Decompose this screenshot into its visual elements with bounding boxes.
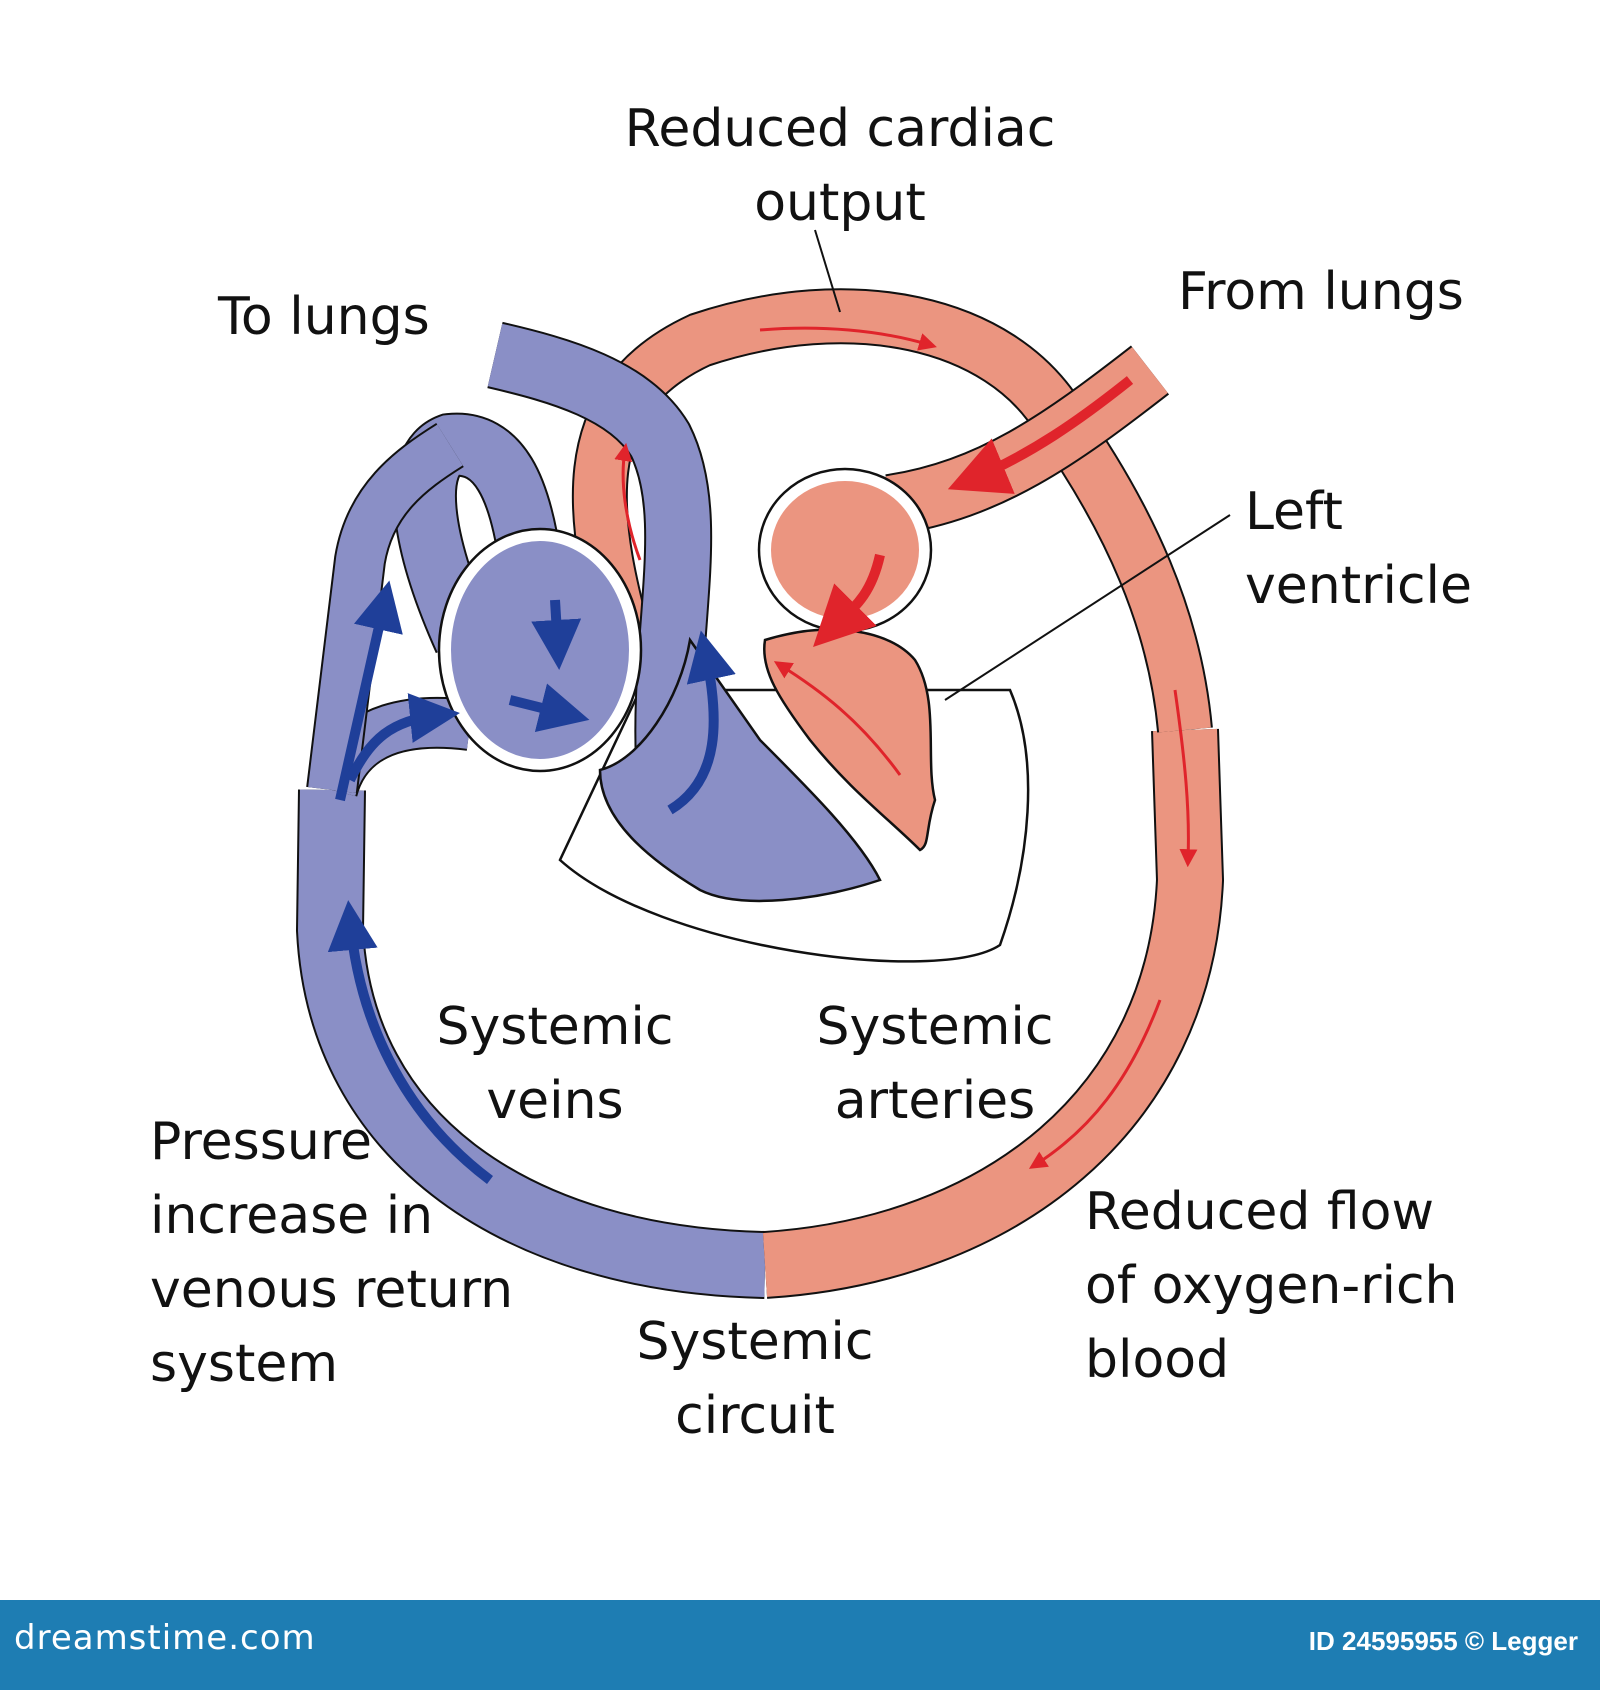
label-line: of oxygen-rich xyxy=(1085,1256,1458,1316)
arrow-left-atrium xyxy=(813,553,885,647)
label-line: Reduced flow xyxy=(1085,1182,1434,1242)
label-left-ventricle: Left ventricle xyxy=(1245,475,1472,623)
label-line: circuit xyxy=(675,1386,835,1446)
footer-brand: dreamstime.com xyxy=(14,1618,316,1658)
label-line: From lungs xyxy=(1178,262,1464,322)
label-systemic-arteries: Systemic arteries xyxy=(805,990,1065,1138)
arrow-atrium-right xyxy=(508,683,590,732)
diagram: Reduced cardiac output To lungs From lun… xyxy=(150,92,1472,1453)
right-atrium xyxy=(439,529,641,771)
arrow-aorta-up xyxy=(614,442,642,561)
label-line: output xyxy=(754,173,926,233)
leader-left-ventricle xyxy=(944,514,1231,701)
label-line: Systemic xyxy=(636,1312,874,1372)
label-systemic-circuit: Systemic circuit xyxy=(625,1305,885,1453)
circulation-diagram-svg xyxy=(295,229,1231,1299)
label-reduced-flow: Reduced flow of oxygen-rich blood xyxy=(1085,1175,1458,1397)
label-line: increase in xyxy=(150,1186,434,1246)
label-line: arteries xyxy=(834,1071,1036,1131)
arrow-ventricle-up xyxy=(667,630,736,815)
label-line: Systemic xyxy=(436,997,674,1057)
label-line: ventricle xyxy=(1245,556,1472,616)
label-line: Pressure xyxy=(150,1112,373,1172)
label-line: Left xyxy=(1245,482,1343,542)
label-pressure-increase: Pressure increase in venous return syste… xyxy=(150,1105,513,1401)
label-line: Reduced cardiac xyxy=(624,99,1056,159)
arrow-left-ventricle xyxy=(773,661,902,776)
footer-bar: dreamstime.com ID 24595955 © Legger xyxy=(0,1600,1600,1690)
arrow-from-lungs xyxy=(947,376,1134,494)
label-line: venous return xyxy=(150,1260,514,1320)
footer-credit: ID 24595955 © Legger xyxy=(1308,1626,1578,1656)
label-from-lungs: From lungs xyxy=(1178,255,1464,329)
label-to-lungs: To lungs xyxy=(218,280,430,354)
arrow-vena-cava-up xyxy=(335,580,403,802)
right-ventricle xyxy=(598,636,882,903)
arrow-into-atrium xyxy=(345,693,460,783)
arrow-systemic-arteries xyxy=(1028,999,1162,1169)
arrow-descending-aorta xyxy=(1173,689,1198,868)
left-atrium xyxy=(759,469,931,631)
label-line: veins xyxy=(486,1071,624,1131)
label-line: blood xyxy=(1085,1330,1230,1390)
left-ventricle-chamber xyxy=(762,628,937,852)
label-line: Systemic xyxy=(816,997,1054,1057)
label-reduced-cardiac-output: Reduced cardiac output xyxy=(610,92,1070,240)
label-line: To lungs xyxy=(218,287,430,347)
label-line: system xyxy=(150,1334,338,1394)
leader-cardiac-output xyxy=(814,229,841,313)
arrow-systemic-veins-up xyxy=(327,900,494,1184)
arrow-atrium-down xyxy=(531,599,582,670)
arrow-aortic-arch xyxy=(759,326,937,351)
label-systemic-veins: Systemic veins xyxy=(430,990,680,1138)
